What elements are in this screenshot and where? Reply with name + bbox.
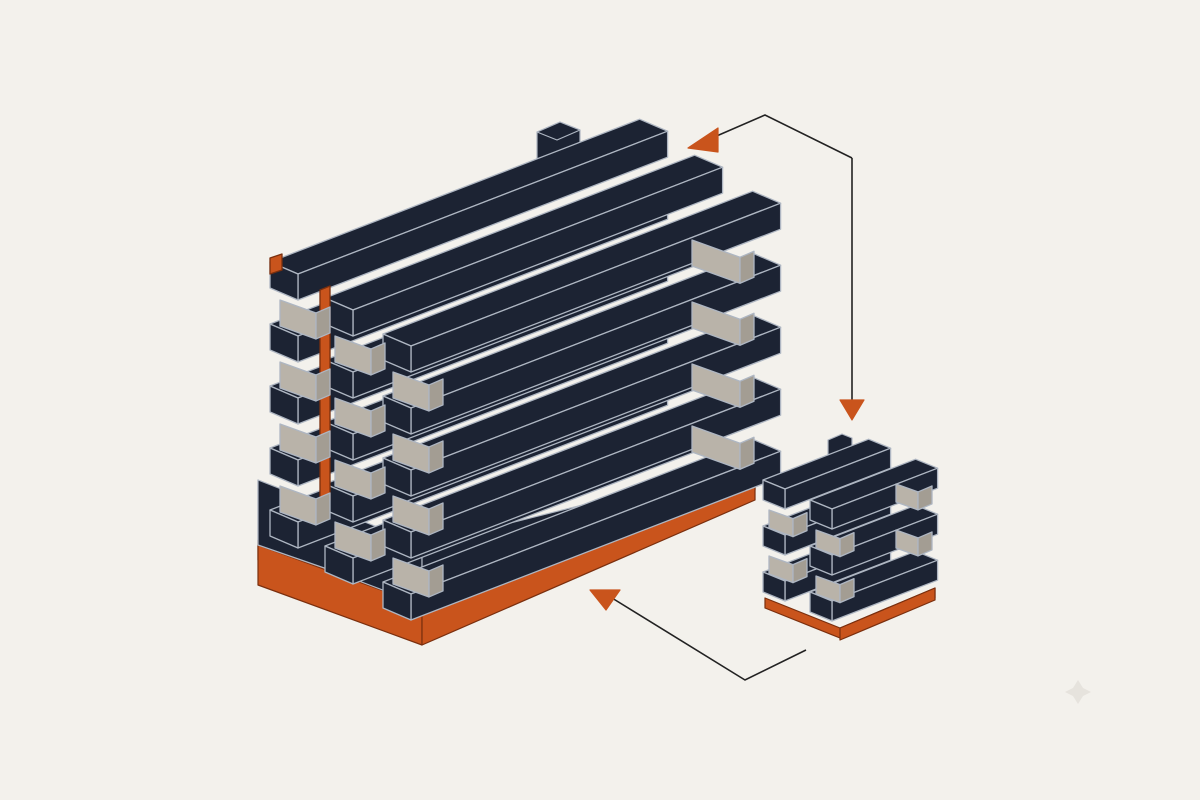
large-spacer-c2-l3-shade (428, 564, 444, 598)
arrow-bottom-head (589, 589, 621, 611)
large-far-spacer-3-shade (739, 436, 755, 470)
large-stack-spacers (279, 239, 755, 598)
large-beam-c0-l4-end (269, 509, 299, 549)
large-beam-c0-l2-end (269, 385, 299, 425)
large-beam-c0-l1-end (269, 323, 299, 363)
small-spacer-c1-l1-shade (839, 577, 855, 604)
small-beam-end-c1-l0 (809, 499, 833, 530)
small-base-orange-front (839, 587, 936, 641)
small-beam-end-c0-l1 (762, 525, 786, 556)
small-beam-end-c1-l1 (809, 545, 833, 576)
small-stack-base (764, 587, 936, 641)
arrow-down-head (839, 399, 865, 421)
arrow-down-icon (839, 158, 865, 421)
large-spacer-c0-l1-shade (315, 368, 331, 402)
large-spacer-c0-l2-shade (315, 430, 331, 464)
small-beam-c1-l0 (809, 458, 939, 530)
large-spacer-c1-l1-shade (370, 404, 386, 438)
small-beam-stack-icon (762, 433, 939, 641)
large-far-spacer-2-shade (739, 374, 755, 408)
back-post-top (536, 121, 581, 141)
small-far-spacer-1-shade (917, 531, 933, 557)
large-spacer-c1-l0-shade (370, 342, 386, 376)
arrow-top-head (687, 127, 719, 153)
large-spacer-c2-l0-shade (428, 378, 444, 412)
small-beam-end-c1-l2 (809, 591, 833, 622)
large-far-spacer-0-shade (739, 250, 755, 284)
small-beam-c0-l0 (762, 438, 892, 510)
small-spacer-c0-l1-shade (792, 557, 808, 584)
large-spacer-c2-l1-shade (428, 440, 444, 474)
small-far-spacer-0-shade (917, 485, 933, 511)
small-spacer-c1-l0-shade (839, 531, 855, 558)
large-beam-c2-l4-end (382, 581, 412, 621)
large-far-spacer-1-shade (739, 312, 755, 346)
arrow-bottom-line (611, 597, 807, 681)
large-spacer-c0-l3-shade (315, 492, 331, 526)
small-stack-spacers (768, 483, 933, 604)
large-spacer-c1-l3-shade (370, 528, 386, 562)
large-spacer-c2-l2-shade (428, 502, 444, 536)
accent-strip-top (269, 253, 283, 275)
arrow-top-line (711, 114, 853, 159)
small-beam-end-c0-l0 (762, 479, 786, 510)
small-beam-end-c0-l2 (762, 571, 786, 602)
sparkle-shape (1065, 680, 1091, 704)
large-spacer-c0-l0-shade (315, 306, 331, 340)
large-beam-stack-icon (257, 118, 782, 646)
arrow-right-to-left-top-icon (687, 114, 853, 159)
small-spacer-c0-l0-shade (792, 511, 808, 538)
large-beam-c1-l4-end (324, 545, 354, 585)
large-beam-c0-l3-end (269, 447, 299, 487)
large-spacer-c1-l2-shade (370, 466, 386, 500)
arrow-bottom-to-left-icon (589, 589, 807, 681)
sparkle-icon (1065, 680, 1091, 704)
